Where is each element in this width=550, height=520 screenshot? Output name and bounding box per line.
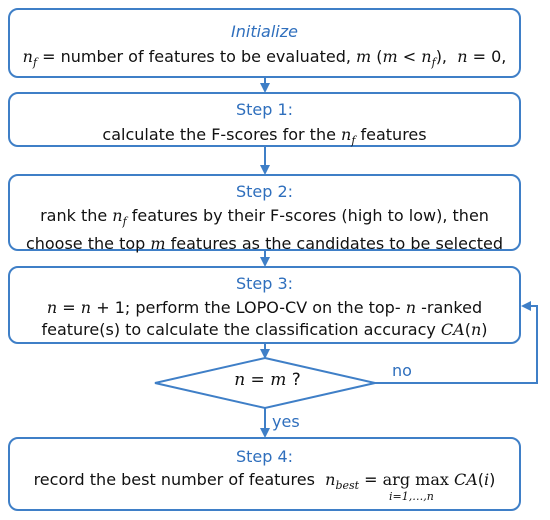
step2-line2: choose the top m features as the candida… bbox=[25, 234, 504, 254]
step1-title: Step 1: bbox=[235, 100, 294, 119]
step4-line: record the best number of features nbest… bbox=[33, 470, 496, 493]
initialize-title: Initialize bbox=[231, 22, 298, 41]
argmax-subscript: i=1,…,n bbox=[389, 490, 434, 503]
step3-line2: feature(s) to calculate the classificati… bbox=[41, 320, 488, 339]
yes-label: yes bbox=[272, 412, 300, 431]
initialize-box: Initialize nf = number of features to be… bbox=[8, 8, 521, 78]
step2-title: Step 2: bbox=[235, 182, 294, 201]
step3-box: Step 3: n = n + 1; perform the LOPO-CV o… bbox=[8, 266, 521, 344]
step2-box: Step 2: rank the nf features by their F-… bbox=[8, 174, 521, 253]
step3-title: Step 3: bbox=[235, 274, 294, 293]
loop-back-arrow bbox=[375, 301, 538, 384]
step4-title: Step 4: bbox=[235, 447, 294, 466]
step4-box: Step 4: record the best number of featur… bbox=[8, 437, 521, 511]
decision-text: n = m ? bbox=[234, 370, 301, 390]
no-label: no bbox=[392, 361, 412, 380]
step3-line1: n = n + 1; perform the LOPO-CV on the to… bbox=[46, 298, 483, 317]
step1-box: Step 1: calculate the F-scores for the n… bbox=[8, 92, 521, 147]
step2-line1: rank the nf features by their F-scores (… bbox=[40, 206, 489, 229]
initialize-line: nf = number of features to be evaluated,… bbox=[22, 47, 507, 70]
step1-line: calculate the F-scores for the nf featur… bbox=[102, 125, 427, 148]
